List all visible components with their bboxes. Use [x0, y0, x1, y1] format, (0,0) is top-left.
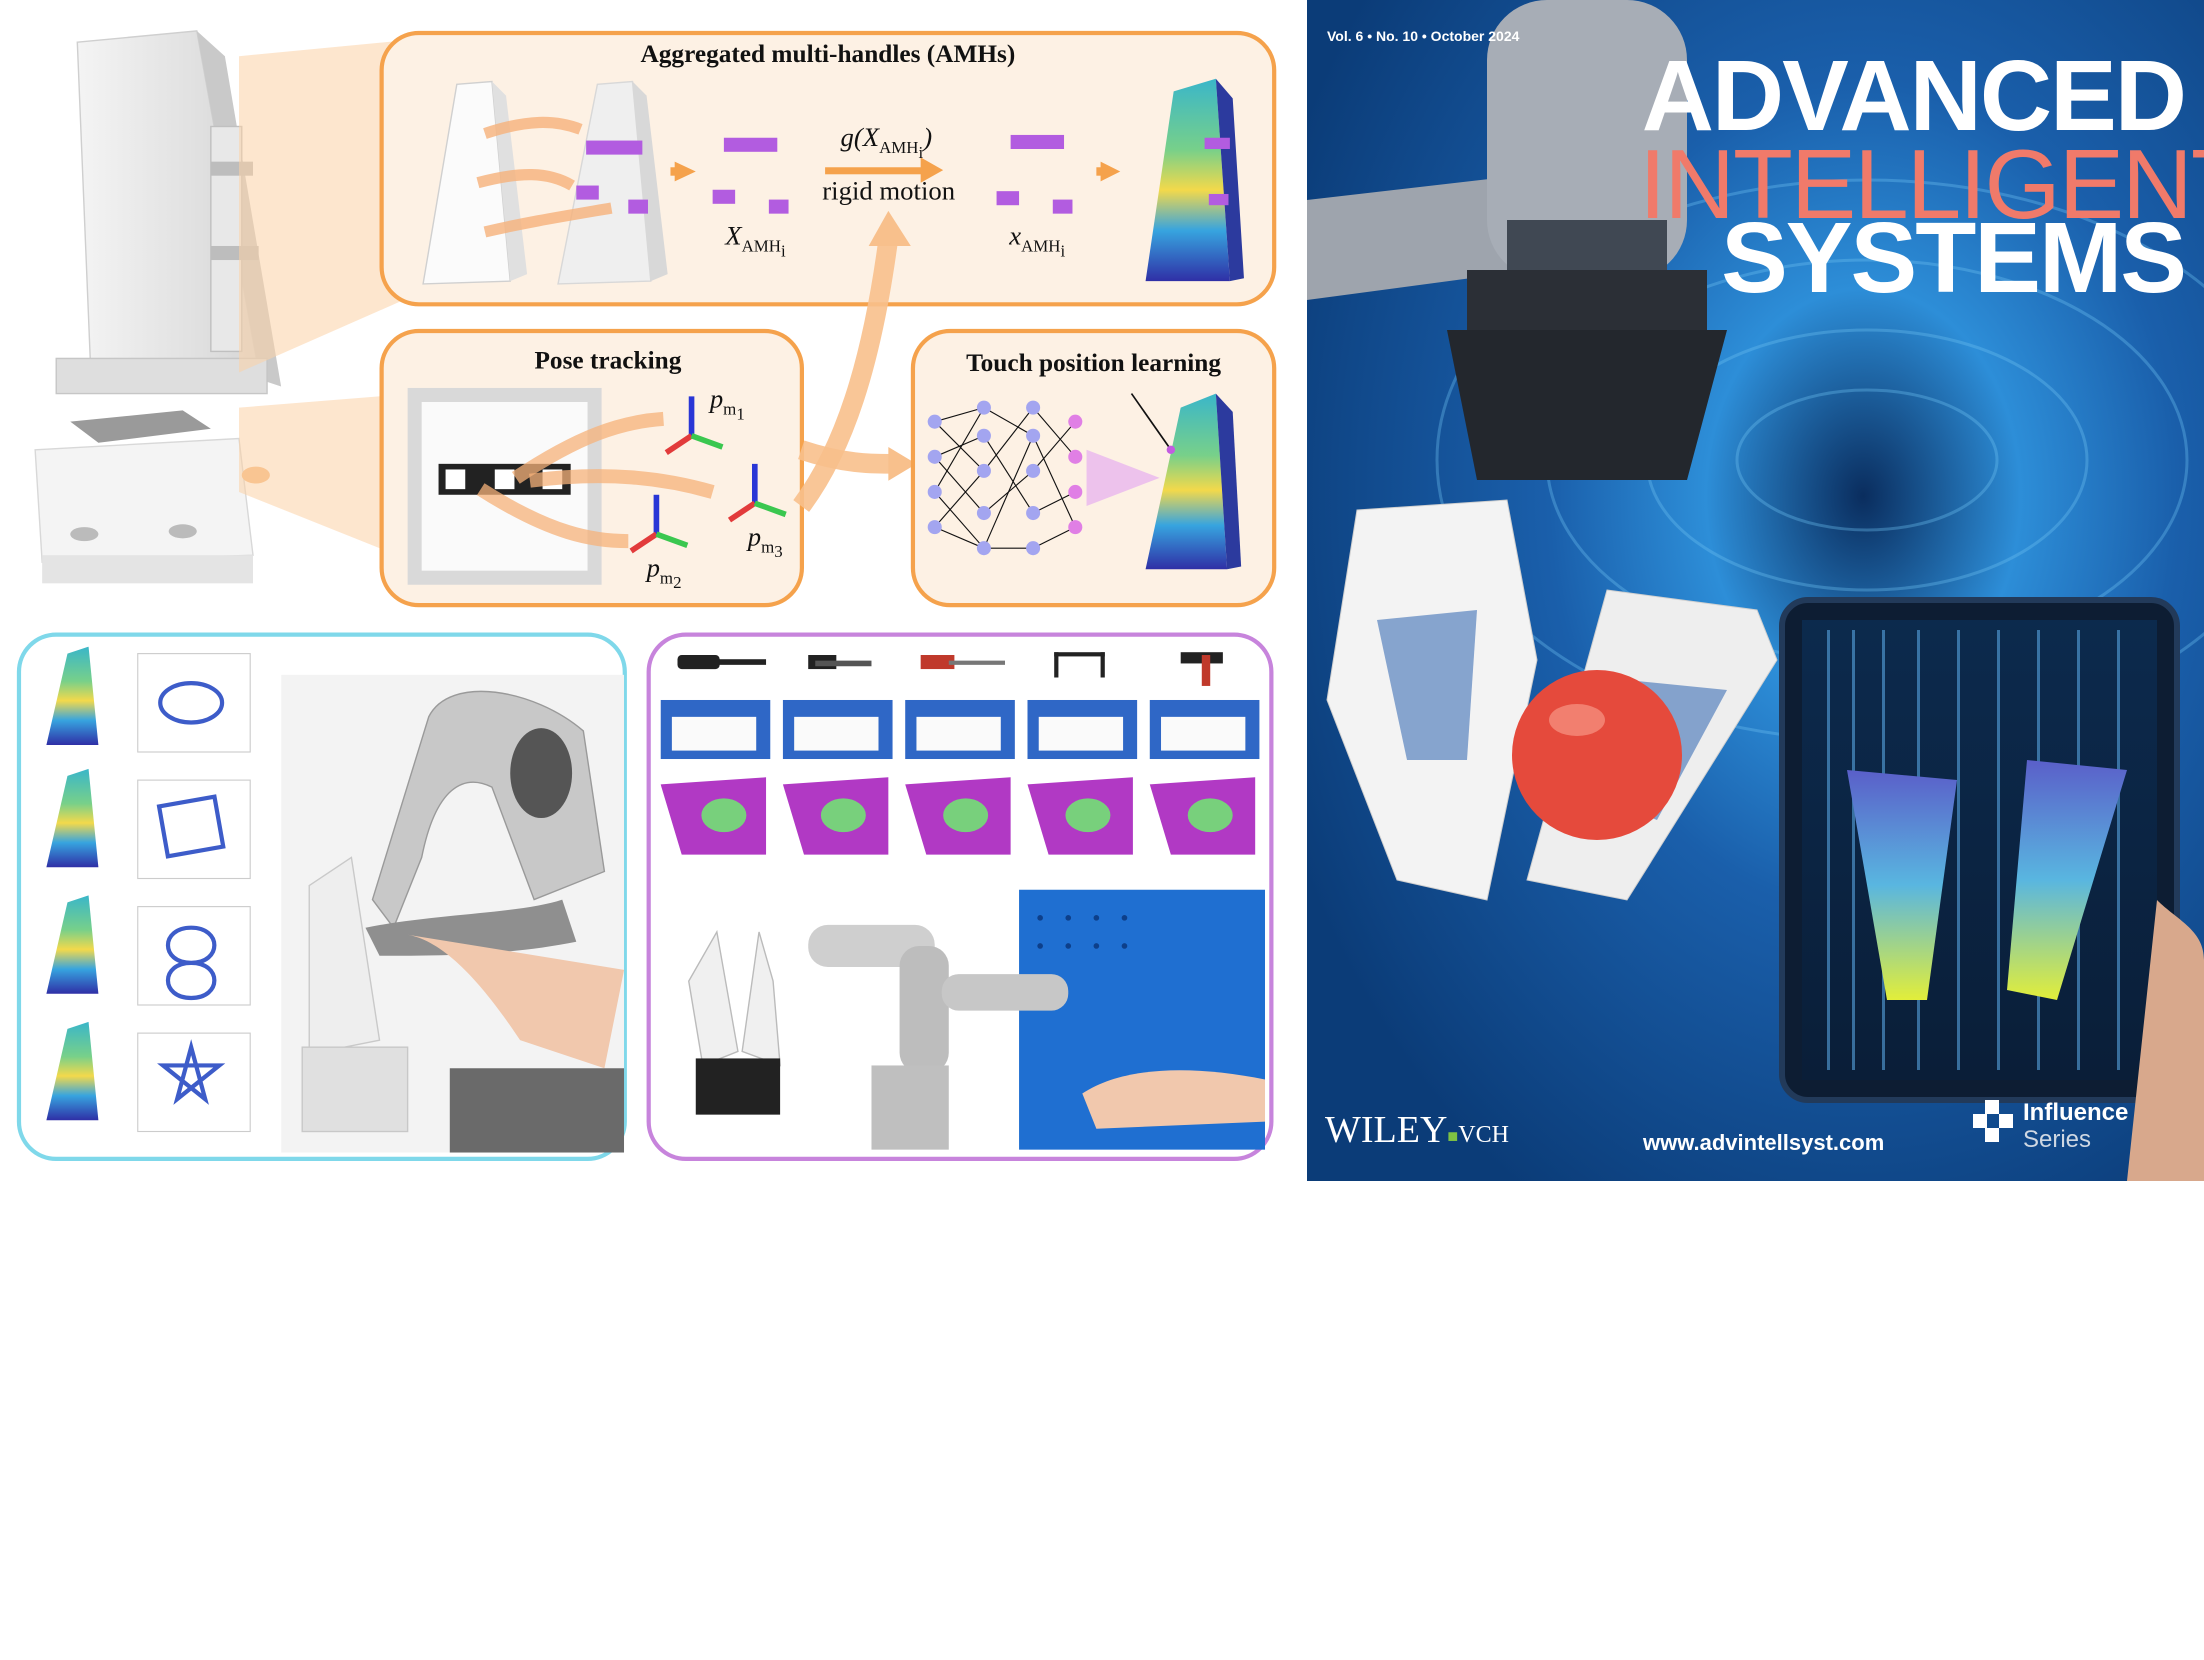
pm2-label: pm2 — [646, 553, 682, 593]
rigid-motion-label: rigid motion — [822, 177, 956, 207]
projection-beams — [238, 39, 415, 563]
journal-cover: Vol. 6 • No. 10 • October 2024 ADVANCED … — [1307, 0, 2204, 1181]
amh-panel — [379, 30, 1277, 307]
series-line2: Series — [2023, 1126, 2092, 1153]
X-amh-label: XAMHi — [725, 222, 786, 261]
amh-title: Aggregated multi-handles (AMHs) — [640, 39, 1016, 68]
cover-title-line1: ADVANCED — [1641, 40, 2187, 152]
trajectory-grid — [46, 646, 251, 1133]
cover-background-art — [1307, 0, 2204, 1181]
influence-series-icon — [1973, 1100, 2017, 1144]
publisher-logo: WILEY■VCH — [1325, 1109, 1509, 1151]
series-line1: Influence — [2023, 1099, 2129, 1126]
amh-diagram — [422, 78, 1244, 285]
x-amh-label: xAMHi — [1009, 222, 1066, 261]
tools-grid — [660, 652, 1266, 1150]
figure-left-panel: Aggregated multi-handles (AMHs) — [16, 30, 1277, 1162]
haptic-device-photo — [281, 674, 625, 1153]
cover-title-line2: INTELLIGENT — [1639, 129, 2204, 239]
pose-tracking-diagram — [407, 387, 787, 585]
publisher-suffix: VCH — [1458, 1122, 1509, 1148]
connector-arrows — [793, 210, 917, 512]
pm1-label: pm1 — [709, 385, 745, 424]
pm3-label: pm3 — [747, 522, 783, 562]
cover-title-line3: SYSTEMS — [1721, 202, 2187, 314]
g-function-label: g(XAMHi) — [840, 123, 933, 162]
pose-tracking-title: Pose tracking — [534, 345, 682, 374]
neural-network-diagram — [927, 393, 1242, 570]
publisher-main: WILEY — [1325, 1109, 1448, 1151]
cover-issue-info: Vol. 6 • No. 10 • October 2024 — [1327, 28, 1520, 44]
touch-learning-title: Touch position learning — [966, 348, 1222, 377]
cover-website: www.advintellsyst.com — [1643, 1130, 1885, 1155]
